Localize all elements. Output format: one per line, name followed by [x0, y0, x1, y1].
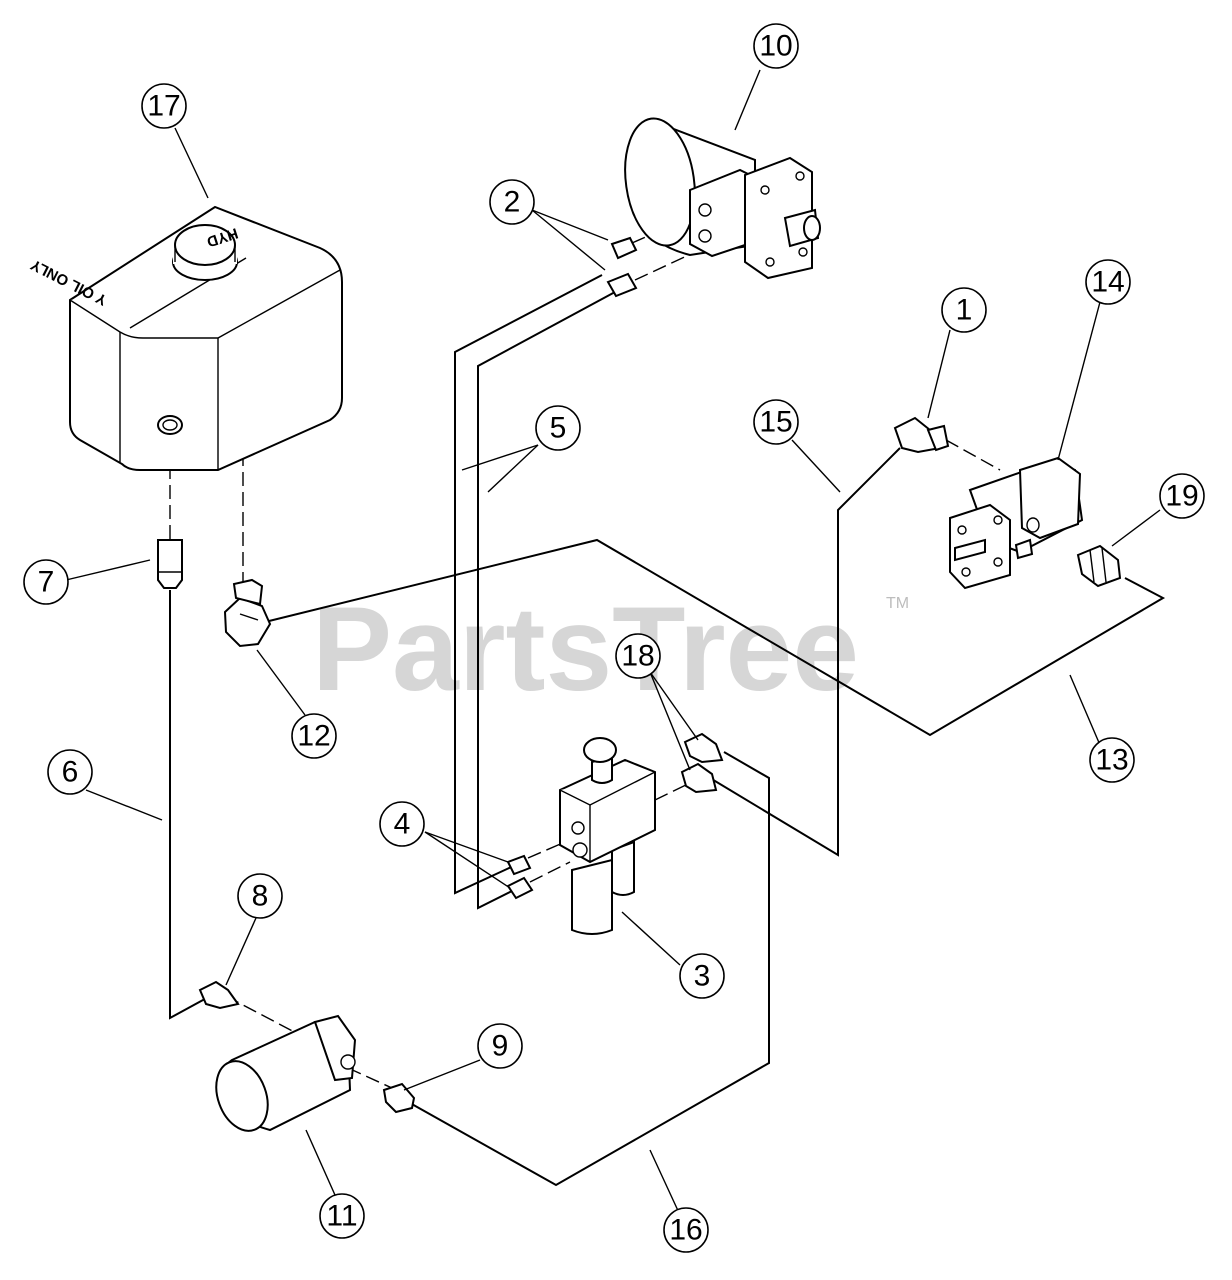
- callout-15: 15: [753, 399, 799, 445]
- watermark-trademark: TM: [886, 595, 909, 612]
- callout-7: 7: [23, 559, 69, 605]
- svg-text:17: 17: [147, 90, 180, 123]
- elbow-fitting-8: [198, 980, 240, 1010]
- hydraulic-motor: [624, 117, 821, 280]
- hose-5b: [477, 291, 616, 910]
- fitting-7: [157, 539, 183, 589]
- svg-text:7: 7: [38, 566, 55, 599]
- hose-15: [709, 447, 901, 857]
- valve-fittings-4: [506, 854, 534, 900]
- svg-text:10: 10: [759, 30, 792, 63]
- callout-18: 18: [615, 633, 661, 679]
- callout-16: 16: [663, 1207, 709, 1253]
- svg-text:8: 8: [252, 880, 269, 913]
- hose-lines: [169, 274, 1166, 1187]
- svg-text:4: 4: [394, 808, 411, 841]
- svg-text:9: 9: [492, 1030, 509, 1063]
- watermark: PartsTree TM: [312, 582, 909, 716]
- leader-lines: [65, 69, 1161, 1216]
- svg-text:19: 19: [1165, 480, 1198, 513]
- callout-5: 5: [535, 405, 581, 451]
- callout-14: 14: [1085, 259, 1131, 305]
- hydraulic-pump: [949, 456, 1084, 590]
- callout-19: 19: [1159, 473, 1205, 519]
- oil-filter: [215, 1014, 357, 1132]
- control-valve: [559, 737, 656, 935]
- callout-13: 13: [1089, 737, 1135, 783]
- watermark-text: PartsTree: [312, 582, 859, 716]
- svg-text:2: 2: [504, 186, 521, 219]
- svg-text:14: 14: [1091, 266, 1124, 299]
- svg-text:16: 16: [669, 1214, 702, 1247]
- hose-16: [409, 751, 770, 1187]
- svg-text:11: 11: [326, 1200, 357, 1233]
- svg-text:18: 18: [621, 640, 654, 673]
- hose-5a: [454, 274, 603, 895]
- callout-1: 1: [941, 287, 987, 333]
- svg-text:1: 1: [956, 294, 973, 327]
- fitting-9: [382, 1082, 416, 1114]
- valve-elbow-fittings-18: [680, 732, 724, 794]
- svg-text:3: 3: [694, 960, 711, 993]
- fitting-19: [1076, 544, 1122, 588]
- hydraulic-tank: Y OIL ONLY HYD: [28, 205, 343, 471]
- hose-13: [264, 538, 1166, 737]
- callout-2: 2: [489, 179, 535, 225]
- callout-6: 6: [47, 749, 93, 795]
- callout-12: 12: [291, 713, 337, 759]
- motor-fittings-2: [606, 236, 638, 298]
- elbow-fitting-12: [223, 578, 272, 648]
- callout-11: 11: [319, 1193, 365, 1239]
- svg-text:12: 12: [297, 720, 330, 753]
- callout-8: 8: [237, 873, 283, 919]
- hose-6: [169, 590, 215, 1020]
- svg-text:13: 13: [1095, 744, 1128, 777]
- svg-text:6: 6: [62, 756, 79, 789]
- elbow-fitting-1: [893, 416, 950, 454]
- callout-4: 4: [379, 801, 425, 847]
- assembly-centerlines: [169, 214, 1001, 1089]
- svg-text:15: 15: [759, 406, 792, 439]
- callout-3: 3: [679, 953, 725, 999]
- callout-10: 10: [753, 23, 799, 69]
- svg-text:5: 5: [550, 412, 567, 445]
- callout-9: 9: [477, 1023, 523, 1069]
- callout-17: 17: [141, 83, 187, 129]
